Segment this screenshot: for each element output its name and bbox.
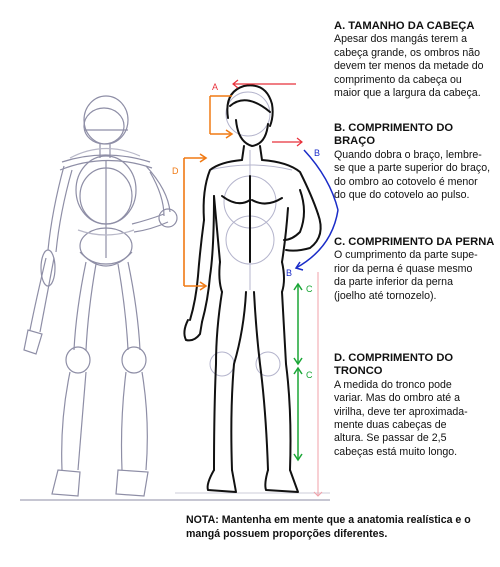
label-c-bottom: C	[306, 370, 313, 380]
section-torso-length: D. COMPRIMENTO DO TRONCO A medida do tro…	[334, 352, 496, 459]
section-leg-length: C. COMPRIMENTO DA PERNA O cumprimento da…	[334, 236, 496, 303]
section-body: Quando dobra o braço, lembre- se que a p…	[334, 148, 491, 202]
height-guide	[313, 272, 323, 497]
marker-b	[294, 149, 339, 271]
marker-c	[293, 282, 303, 462]
section-body: O cumprimento da parte supe- rior da per…	[334, 249, 478, 302]
section-heading: A. TAMANHO DA CABEÇA	[334, 20, 475, 32]
marker-head-height	[209, 95, 234, 139]
section-body: Apesar dos mangás terem a cabeça grande,…	[334, 33, 484, 100]
label-c-top: C	[306, 284, 313, 294]
footnote: NOTA: Mantenha em mente que a anatomia r…	[186, 514, 471, 540]
manga-figure	[183, 84, 322, 493]
marker-d	[183, 153, 208, 291]
section-arm-length: B. COMPRIMENTO DO BRAÇO Quando dobra o b…	[334, 122, 496, 202]
skeleton-sketch	[23, 95, 178, 497]
section-heading: D. COMPRIMENTO DO TRONCO	[334, 352, 454, 378]
section-heading: C. COMPRIMENTO DA PERNA	[334, 236, 495, 248]
label-b-top: B	[314, 148, 320, 158]
section-head-size: A. TAMANHO DA CABEÇA Apesar dos mangás t…	[334, 20, 496, 100]
marker-a	[232, 79, 303, 147]
section-heading: B. COMPRIMENTO DO BRAÇO	[334, 122, 454, 148]
label-b-bottom: B	[286, 268, 292, 278]
label-a: A	[212, 82, 218, 92]
section-body: A medida do tronco pode variar. Mas do o…	[334, 378, 468, 458]
label-d: D	[172, 166, 179, 176]
